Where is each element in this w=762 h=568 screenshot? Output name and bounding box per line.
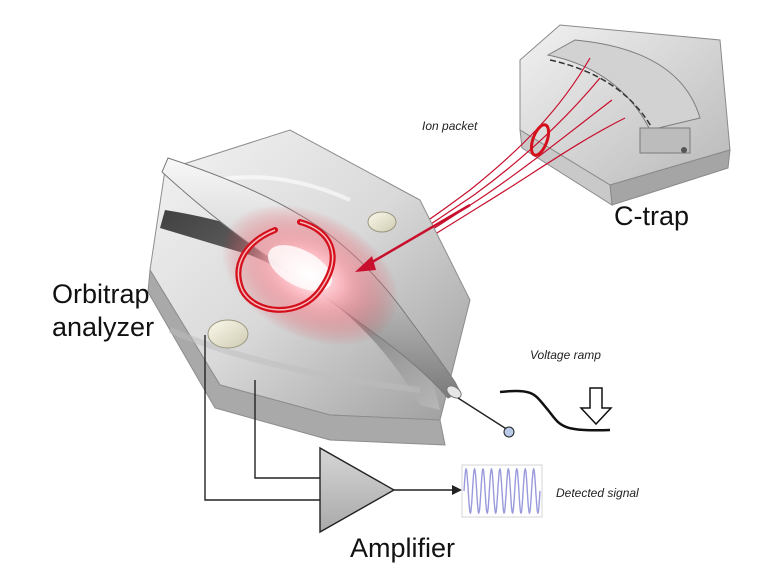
ion-ring <box>235 219 336 313</box>
outer-electrode-collar-bottom <box>207 319 249 349</box>
voltage-ramp-curve-icon <box>499 389 611 432</box>
c-trap-label: C-trap <box>614 201 689 231</box>
orbitrap-label-line2: analyzer <box>52 312 154 342</box>
signal-arrowhead <box>452 485 462 495</box>
ion-injection-arrow <box>361 203 471 270</box>
ion-packet-ring <box>529 123 551 157</box>
arrow-down-outline-icon <box>579 387 613 426</box>
ion-packet-label: Ion packet <box>422 119 478 133</box>
amplifier-triangle <box>319 446 396 534</box>
detection-wiring <box>204 335 509 501</box>
detected-signal-label: Detected signal <box>556 486 639 500</box>
c-trap-block <box>519 24 731 206</box>
ion-cloud-highlight <box>267 245 333 291</box>
outer-electrode-collar-top <box>367 211 397 233</box>
spindle-tip <box>446 385 462 399</box>
electrode-terminal-icon <box>503 426 515 438</box>
orbitrap-label-line1: Orbitrap <box>52 279 150 309</box>
voltage-ramp-label: Voltage ramp <box>530 348 601 362</box>
amplifier-label: Amplifier <box>350 533 455 563</box>
ion-injection-arrowhead <box>355 256 376 272</box>
c-trap-screw-hole <box>681 147 687 153</box>
sine-signal-icon <box>461 464 543 518</box>
